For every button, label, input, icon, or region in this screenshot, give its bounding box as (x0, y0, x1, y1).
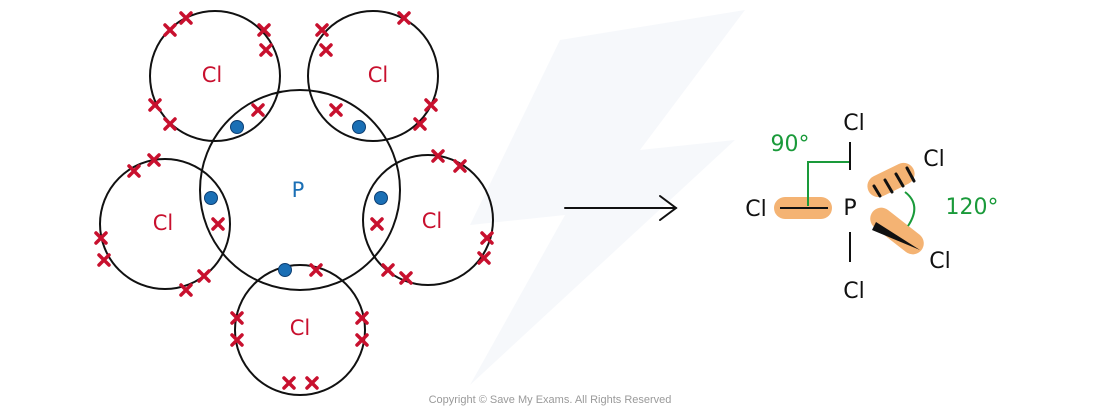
electron-cross (257, 23, 271, 37)
highlight-lower-right-bond (870, 207, 924, 255)
electron-cross (147, 153, 161, 167)
electron-dot (204, 191, 218, 205)
copyright-text: Copyright © Save My Exams. All Rights Re… (428, 394, 672, 406)
electron-cross (211, 217, 225, 231)
electron-cross (431, 149, 445, 163)
electron-cross (309, 263, 323, 277)
electron-cross (259, 43, 273, 57)
electron-cross (97, 253, 111, 267)
electron-cross (148, 98, 162, 112)
highlight-upper-right-bond (867, 162, 915, 198)
electron-cross (381, 263, 395, 277)
electron-dot (278, 263, 292, 277)
electron-cross (127, 164, 141, 178)
chlorine-shell-right (362, 154, 494, 286)
dot-cross-diagram (99, 10, 494, 396)
electron-cross (319, 43, 333, 57)
electron-cross (179, 283, 193, 297)
electron-dot (352, 120, 366, 134)
electron-cross (163, 23, 177, 37)
structure-cl-bottom: Cl (843, 279, 864, 304)
bond-upper-right-hashed (872, 166, 916, 198)
electron-cross (453, 159, 467, 173)
chlorine-shell-left (99, 158, 231, 290)
chlorine-label-right: Cl (422, 209, 443, 233)
structure-cl-lower-right: Cl (929, 249, 950, 274)
structure-diagram: P Cl Cl Cl Cl Cl 90° 120° (745, 111, 998, 304)
electron-cross (370, 217, 384, 231)
chlorine-label-top-left: Cl (202, 63, 223, 87)
watermark-logo (470, 10, 745, 385)
electron-dot (230, 120, 244, 134)
electron-dot (374, 191, 388, 205)
central-atom-label: P (292, 178, 305, 202)
electron-cross (424, 98, 438, 112)
chlorine-shell-top-left (149, 10, 281, 142)
structure-central-atom: P (843, 196, 856, 221)
electron-cross (230, 333, 244, 347)
electron-cross (355, 333, 369, 347)
structure-cl-left: Cl (745, 197, 766, 222)
structure-cl-upper-right: Cl (923, 147, 944, 172)
angle-90-marker (807, 161, 849, 206)
angle-90-label: 90° (771, 132, 810, 157)
electron-cross (179, 11, 193, 25)
chlorine-label-bottom: Cl (290, 316, 311, 340)
chlorine-label-left: Cl (153, 211, 174, 235)
electron-cross (282, 376, 296, 390)
bond-lower-right-wedge (872, 222, 920, 250)
electron-cross (305, 376, 319, 390)
electron-cross (197, 269, 211, 283)
electron-cross (251, 103, 265, 117)
electron-cross (399, 271, 413, 285)
electron-cross (163, 117, 177, 131)
reaction-arrow (564, 195, 678, 221)
chlorine-label-top-right: Cl (368, 63, 389, 87)
electron-cross (315, 23, 329, 37)
electron-cross (94, 231, 108, 245)
electron-cross (477, 251, 491, 265)
electron-cross (480, 231, 494, 245)
chlorine-shell-top-right (307, 10, 439, 142)
electron-cross (230, 311, 244, 325)
electron-cross (355, 311, 369, 325)
electron-cross (329, 103, 343, 117)
phosphorus-electrons (204, 120, 388, 277)
electron-cross (413, 117, 427, 131)
chlorine-shell-bottom (234, 264, 366, 396)
phosphorus-shell (199, 89, 401, 291)
angle-120-label: 120° (946, 195, 999, 220)
structure-cl-top: Cl (843, 111, 864, 136)
electron-cross (397, 11, 411, 25)
angle-120-arc (904, 191, 916, 227)
chlorine-electrons (94, 11, 494, 390)
